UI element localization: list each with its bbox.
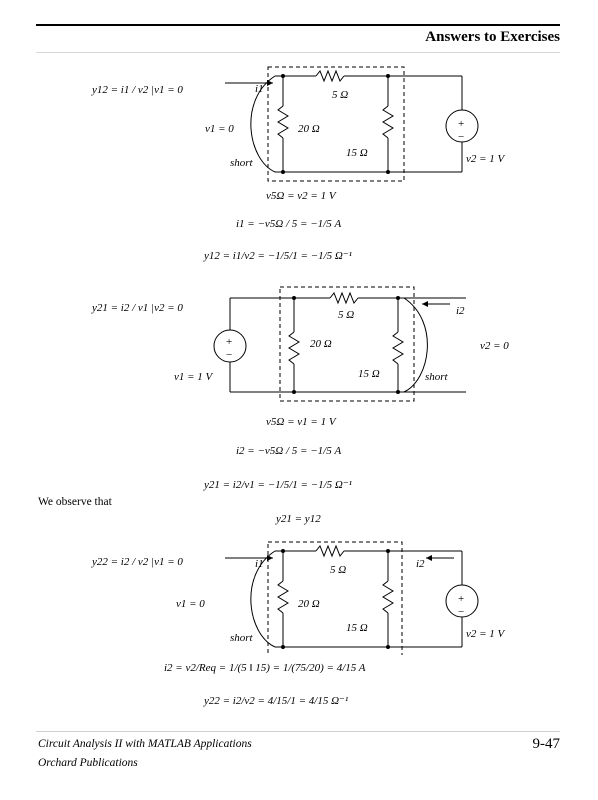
y12-r5-label: 5 Ω bbox=[332, 89, 348, 101]
section-title: Answers to Exercises bbox=[425, 29, 560, 45]
y21-minus: − bbox=[226, 349, 232, 361]
y21-current-label: i2 bbox=[456, 305, 465, 317]
y21-eq3: y21 = i2/v1 = −1/5/1 = −1/5 Ω⁻¹ bbox=[204, 479, 352, 491]
y21-r5-label: 5 Ω bbox=[338, 309, 354, 321]
y21-definition: y21 = i2 / v1 |v2 = 0 bbox=[92, 302, 183, 314]
y12-eq1: v5Ω = v2 = 1 V bbox=[266, 190, 336, 202]
y21-v1-label: v1 = 1 V bbox=[174, 371, 214, 383]
y22-v1-label: v1 = 0 bbox=[176, 598, 205, 610]
y21-v2-label: v2 = 0 bbox=[480, 340, 509, 352]
y22-plus: + bbox=[458, 593, 464, 605]
y22-eq1: i2 = v2/Req = 1/(5 ‖ 15) = 1/(75/20) = 4… bbox=[164, 662, 366, 674]
header-divider bbox=[36, 52, 560, 53]
y12-v2-label: v2 = 1 V bbox=[466, 153, 506, 165]
y22-r15-label: 15 Ω bbox=[346, 622, 368, 634]
y22-v2-label: v2 = 1 V bbox=[466, 628, 506, 640]
y12-eq3: y12 = i1/v2 = −1/5/1 = −1/5 Ω⁻¹ bbox=[204, 250, 352, 262]
circuit-y22: i1 i2 5 Ω 20 Ω 15 Ω v1 = 0 short + − v2 … bbox=[176, 541, 506, 655]
y12-plus: + bbox=[458, 118, 464, 130]
y22-i2-label: i2 bbox=[416, 558, 425, 570]
y12-minus: − bbox=[458, 131, 464, 143]
y21-plus: + bbox=[226, 336, 232, 348]
footer-book-title: Circuit Analysis II with MATLAB Applicat… bbox=[38, 738, 252, 750]
y12-r15-label: 15 Ω bbox=[346, 147, 368, 159]
y21-short-label: short bbox=[425, 371, 449, 383]
footer-publisher: Orchard Publications bbox=[38, 757, 138, 769]
y12-short-label: short bbox=[230, 157, 254, 169]
observe-text: We observe that bbox=[38, 496, 112, 508]
footer-rule bbox=[36, 731, 560, 732]
y22-r5-label: 5 Ω bbox=[330, 564, 346, 576]
y22-short-label: short bbox=[230, 632, 254, 644]
y22-minus: − bbox=[458, 606, 464, 618]
y22-r20-label: 20 Ω bbox=[298, 598, 320, 610]
circuit-y12: i1 5 Ω 20 Ω 15 Ω v1 = 0 short + − v2 = 1… bbox=[205, 66, 506, 182]
y12-eq2: i1 = −v5Ω / 5 = −1/5 A bbox=[236, 218, 342, 230]
page-number: 9-47 bbox=[532, 736, 561, 752]
y22-i1-label: i1 bbox=[255, 558, 264, 570]
y12-v1-label: v1 = 0 bbox=[205, 123, 234, 135]
y22-eq2: y22 = i2/v2 = 4/15/1 = 4/15 Ω⁻¹ bbox=[204, 695, 349, 707]
y12-r20-label: 20 Ω bbox=[298, 123, 320, 135]
y12-definition: y12 = i1 / v2 |v1 = 0 bbox=[92, 84, 183, 96]
circuit-y21: i2 5 Ω 20 Ω 15 Ω v1 = 1 V short v2 = 0 +… bbox=[174, 286, 509, 402]
y22-definition: y22 = i2 / v2 |v1 = 0 bbox=[92, 556, 183, 568]
y21-r15-label: 15 Ω bbox=[358, 368, 380, 380]
header-rule bbox=[36, 24, 560, 26]
y21-eq1: v5Ω = v1 = 1 V bbox=[266, 416, 336, 428]
y21-eq2: i2 = −v5Ω / 5 = −1/5 A bbox=[236, 445, 342, 457]
y21-r20-label: 20 Ω bbox=[310, 338, 332, 350]
y12-current-label: i1 bbox=[255, 83, 264, 95]
observe-eq: y21 = y12 bbox=[276, 513, 321, 525]
